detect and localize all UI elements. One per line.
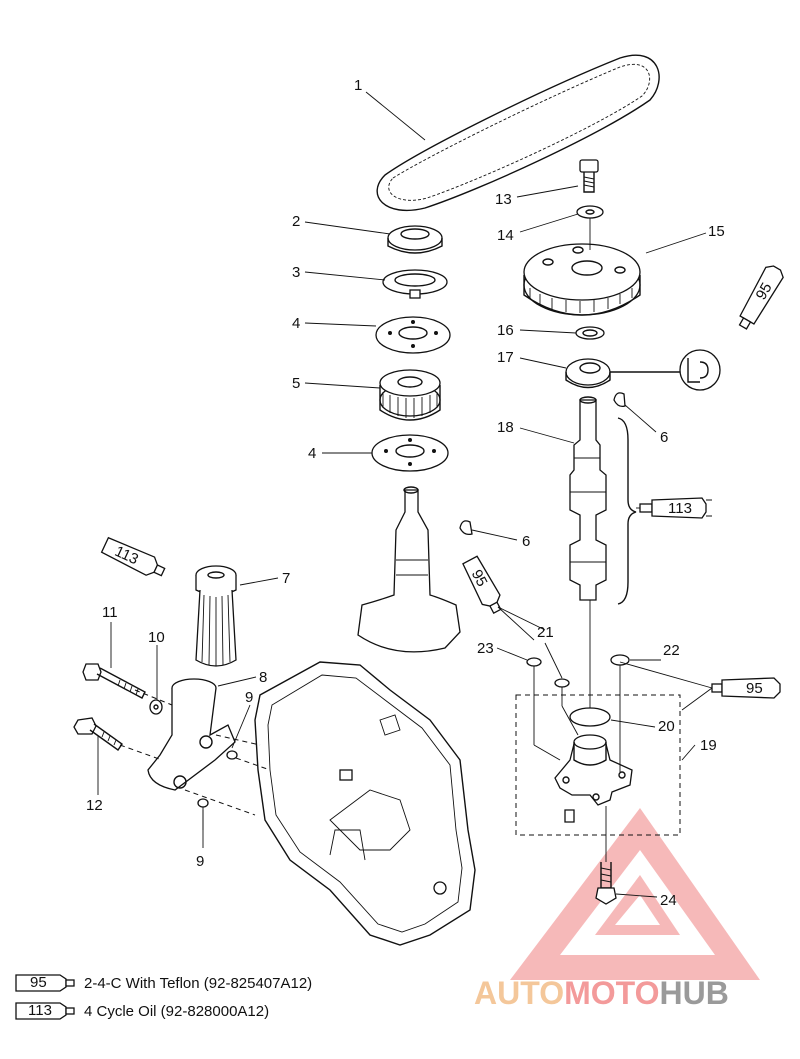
callout-24: 24 (660, 892, 677, 909)
oil-filter-housing (147, 678, 236, 791)
crankshaft-sprocket (379, 369, 441, 421)
o-ring-9-lower (197, 798, 209, 808)
callout-numbers: 1 2 3 4 5 4 6 6 7 8 9 9 10 11 12 13 14 1… (86, 77, 725, 909)
camshaft (569, 396, 607, 601)
callout-11: 11 (102, 604, 118, 621)
sprocket-plate-upper (375, 316, 451, 354)
tube-label: 95 (753, 280, 776, 303)
callout-12: 12 (86, 797, 103, 814)
callout-4-lower: 4 (308, 445, 316, 462)
callout-1: 1 (354, 77, 362, 94)
crankshaft (357, 486, 461, 653)
callout-9-lower: 9 (196, 853, 204, 870)
tube-95-center: 95 (462, 555, 502, 614)
callout-8: 8 (259, 669, 267, 686)
callout-15: 15 (708, 223, 725, 240)
tube-label: 113 (668, 500, 692, 517)
seal-detail-view (610, 349, 721, 391)
callout-17: 17 (497, 349, 514, 366)
legend-text-95: 2-4-C With Teflon (92-825407A12) (84, 975, 312, 992)
o-ring-23 (526, 657, 542, 667)
woodruff-key-crank (459, 520, 473, 536)
tube-95-pump: 95 (711, 677, 781, 699)
callout-6-cam: 6 (660, 429, 668, 446)
oil-filter-element (195, 565, 237, 667)
callout-7: 7 (282, 570, 290, 587)
oil-pump-assembly-box (515, 694, 681, 836)
callout-13: 13 (495, 191, 512, 208)
camshaft-pulley (523, 243, 641, 316)
bolt-11 (82, 663, 146, 699)
woodruff-key-cam (613, 392, 626, 408)
o-ring-20 (569, 707, 611, 727)
camshaft-bracket (617, 417, 637, 605)
nut (387, 225, 443, 254)
sprocket-plate-lower (371, 434, 449, 472)
washer-10 (149, 699, 163, 715)
bolt-13 (579, 159, 599, 193)
tube-label: 95 (468, 567, 491, 590)
oil-seal (565, 358, 611, 389)
tube-113-filter: 113 (100, 536, 166, 577)
legend-tube-95: 95 (15, 974, 75, 992)
callout-20: 20 (658, 718, 675, 735)
tube-95-top-right: 95 (738, 265, 784, 330)
callout-10: 10 (148, 629, 165, 646)
callout-22: 22 (663, 642, 680, 659)
legend-text-113: 4 Cycle Oil (92-828000A12) (84, 1003, 269, 1020)
washer-16 (575, 326, 605, 340)
bolt-24 (595, 862, 617, 905)
callout-23: 23 (477, 640, 494, 657)
crankcase-cover (254, 661, 476, 946)
callout-19: 19 (700, 737, 717, 754)
leader-lines (97, 91, 707, 898)
callout-21: 21 (537, 624, 554, 641)
o-ring-9-upper (226, 750, 238, 760)
callout-5: 5 (292, 375, 300, 392)
watermark-text: AUTOMOTOHUB (474, 975, 729, 1011)
oil-pump (554, 734, 633, 823)
tube-label: 95 (746, 680, 763, 697)
svg-text:95: 95 (30, 974, 47, 991)
callout-3: 3 (292, 264, 300, 281)
legend-tube-113: 113 (15, 1002, 75, 1020)
timing-belt (376, 54, 660, 212)
callout-16: 16 (497, 322, 514, 339)
washer-14 (576, 205, 604, 219)
callout-6-crank: 6 (522, 533, 530, 550)
callout-9-upper: 9 (245, 689, 253, 706)
watermark-logo (510, 808, 760, 980)
svg-text:113: 113 (28, 1002, 52, 1019)
o-ring-21 (554, 678, 570, 688)
tube-113-cam: 113 (639, 497, 712, 519)
assembly-guide-lines (119, 218, 621, 862)
callout-18: 18 (497, 419, 514, 436)
callout-4-upper: 4 (292, 315, 300, 332)
callout-14: 14 (497, 227, 514, 244)
bolt-12 (73, 717, 123, 751)
washer (382, 269, 448, 299)
callout-2: 2 (292, 213, 300, 230)
